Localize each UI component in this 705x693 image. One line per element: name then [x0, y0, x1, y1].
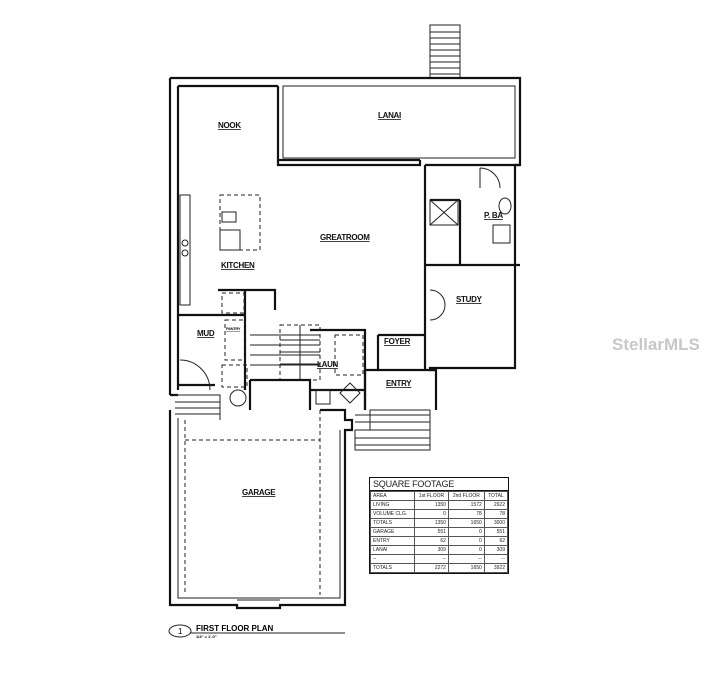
table-cell: 2922 [483, 500, 509, 510]
table-cell: -- [483, 554, 509, 564]
table-cell: 78 [483, 509, 509, 519]
table-cell: 1572 [447, 500, 485, 510]
table-cell: 62 [413, 536, 449, 546]
plan-title: FIRST FLOOR PLAN [196, 624, 274, 633]
table-cell: LANAI [370, 545, 415, 555]
table-cell: 1350 [413, 518, 449, 528]
table-cell: ENTRY [370, 536, 415, 546]
table-row: -------- [370, 554, 509, 564]
table-cell: 2272 [413, 563, 449, 573]
header-cell: AREA [370, 491, 415, 501]
table-cell: -- [413, 554, 449, 564]
table-cell: 0 [447, 545, 485, 555]
room-label-study: STUDY [456, 295, 483, 304]
header-cell: TOTAL [483, 491, 509, 501]
table-cell: 0 [413, 509, 449, 519]
table-cell: 62 [483, 536, 509, 546]
table-cell: 1650 [447, 518, 485, 528]
table-cell: 1350 [413, 500, 449, 510]
table-cell: LIVING [370, 500, 415, 510]
table-cell: 3000 [483, 518, 509, 528]
table-cell: 3922 [483, 563, 509, 573]
drawing-marker-number: 1 [178, 627, 183, 636]
table-cell: 78 [447, 509, 485, 519]
table-title: SQUARE FOOTAGE [370, 478, 508, 491]
room-label-laun: LAUN [317, 360, 339, 369]
room-label-mud: MUD [197, 329, 215, 338]
table-cell: -- [370, 554, 415, 564]
header-cell: 2nd FLOOR [447, 491, 485, 501]
table-cell: 1650 [447, 563, 485, 573]
table-cell: 309 [483, 545, 509, 555]
table-cell: TOTALS [370, 518, 415, 528]
table-cell: 551 [483, 527, 509, 537]
table-cell: 309 [413, 545, 449, 555]
table-cell: 0 [447, 527, 485, 537]
table-cell: VOLUME CLG. [370, 509, 415, 519]
watermark: StellarMLS [612, 335, 700, 354]
room-label-pantry: PANTRY [226, 326, 241, 331]
room-label-p-ba: P. BA [484, 211, 503, 220]
square-footage-table: SQUARE FOOTAGE AREA 1st FLOOR 2nd FLOOR … [369, 477, 509, 574]
exterior-walls [168, 76, 522, 410]
header-cell: 1st FLOOR [413, 491, 449, 501]
room-label-greatroom: GREATROOM [320, 233, 370, 242]
room-label-garage: GARAGE [242, 488, 276, 497]
room-label-entry: ENTRY [386, 379, 412, 388]
table-cell: GARAGE [370, 527, 415, 537]
table-cell: -- [447, 554, 485, 564]
table-header-row: AREA 1st FLOOR 2nd FLOOR TOTAL [370, 491, 509, 501]
room-label-foyer: FOYER [384, 337, 411, 346]
room-label-nook: NOOK [218, 121, 241, 130]
table-cell: 551 [413, 527, 449, 537]
room-label-lanai: LANAI [378, 111, 401, 120]
room-label-kitchen: KITCHEN [221, 261, 255, 270]
table-cell: TOTALS [370, 563, 415, 573]
rear-stair [429, 24, 461, 79]
plan-scale: 1/4" = 1'-0" [196, 634, 217, 639]
table-cell: 0 [447, 536, 485, 546]
drawing-marker [168, 624, 192, 638]
